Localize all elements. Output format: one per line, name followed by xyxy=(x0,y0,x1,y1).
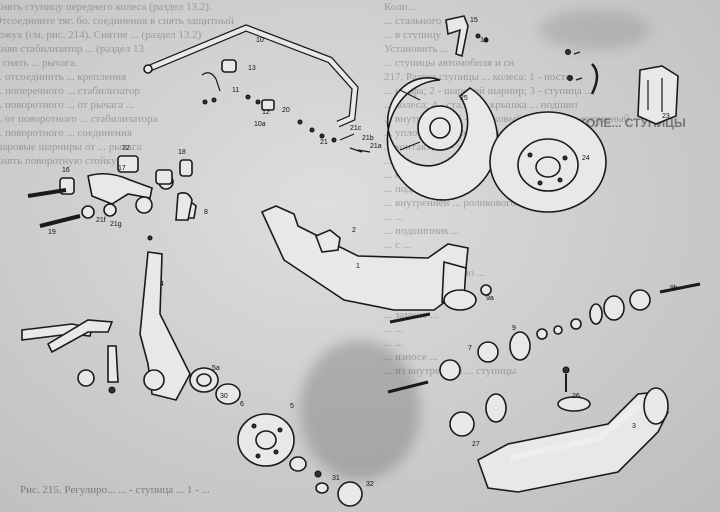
callout-21: 21 xyxy=(320,139,328,146)
callout-12: 12 xyxy=(262,109,270,116)
background-text-line: ... ... xyxy=(384,323,404,335)
background-text-line: ... поперечного ... стабилизатор xyxy=(0,85,140,97)
callout-10: 10 xyxy=(256,37,264,44)
callout-30: 30 xyxy=(220,393,228,400)
callout-21f: 21f xyxy=(96,217,106,224)
callout-31: 31 xyxy=(332,475,340,482)
crossmember xyxy=(260,205,492,311)
background-text-line: ... поворотного ... от рычага ... xyxy=(0,99,135,111)
callout-5: 5 xyxy=(290,403,294,410)
callout-13: 13 xyxy=(248,65,256,72)
callout-9a: 9a xyxy=(486,295,494,302)
background-text-line: и снять ... рычага. xyxy=(0,57,78,69)
brake-shield xyxy=(386,77,499,201)
background-text-line: Сняв стабилизатор ... (раздел 13 xyxy=(0,43,145,55)
background-text-line: Снять ступицу переднего колеса (раздел 1… xyxy=(0,1,212,13)
background-text-line: ... ... xyxy=(384,337,404,349)
callout-14: 14 xyxy=(480,37,488,44)
page-smudge xyxy=(540,10,650,50)
background-text-line: ... стального ... xyxy=(384,15,453,27)
background-text-line: Снять поворотную стойку xyxy=(0,155,117,167)
background-text-line: Колп... xyxy=(384,1,416,13)
mounting-bracket xyxy=(445,15,489,58)
background-text-line: кожух (см. рис. 214). Снятие ... (раздел… xyxy=(0,29,202,41)
figure-caption: Рис. 215. Регулиро... ... - ступица ... … xyxy=(20,484,210,496)
background-text-line: ... в ступицу xyxy=(384,29,442,41)
background-text-line: ... цапфа; 2 - шаровой шарнир; 3 - ступи… xyxy=(384,85,593,97)
tie-rod-parts xyxy=(21,319,119,394)
callout-20: 20 xyxy=(282,107,290,114)
callout-2: 2 xyxy=(352,227,356,234)
callout-24: 24 xyxy=(582,155,590,162)
background-text-line: ... внутренней ... роликового ... xyxy=(384,197,528,209)
callout-1: 1 xyxy=(356,263,360,270)
background-text-line: ... износе ... xyxy=(384,351,438,363)
background-text-line: ... поворотного ... соединения xyxy=(0,127,132,139)
callout-4: 4 xyxy=(160,281,164,288)
lower-control-arm xyxy=(449,387,669,493)
background-text-line: шаровые шарниры от ... рычага xyxy=(0,141,142,153)
callout-18: 18 xyxy=(178,149,186,156)
brake-caliper xyxy=(565,49,679,125)
callout-10a: 10a xyxy=(254,121,266,128)
callout-19: 19 xyxy=(48,229,56,236)
callout-27: 27 xyxy=(472,441,480,448)
callout-7: 7 xyxy=(468,345,472,352)
callout-21a: 21a xyxy=(370,143,382,150)
callout-11: 11 xyxy=(232,87,239,94)
callout-9: 9 xyxy=(512,325,516,332)
lower-arm-bushings xyxy=(387,282,701,394)
steering-knuckle xyxy=(139,192,193,401)
background-text-line: ... замена ... xyxy=(384,309,438,321)
callout-6: 6 xyxy=(240,401,244,408)
callout-15: 15 xyxy=(470,17,478,24)
callout-21g: 21g xyxy=(110,221,122,228)
callout-9b: 9b xyxy=(670,285,678,292)
page-smudge xyxy=(300,340,420,480)
callout-22: 22 xyxy=(122,145,130,152)
background-text-left: Снять ступицу переднего колеса (раздел 1… xyxy=(0,0,234,168)
wheel-hub xyxy=(189,367,363,507)
background-text-line: Установить ... xyxy=(384,43,449,55)
stabilizer-bar xyxy=(143,24,359,128)
callout-32: 32 xyxy=(366,481,374,488)
callout-5a: 5a xyxy=(212,365,220,372)
callout-23: 23 xyxy=(662,113,670,120)
brake-disc xyxy=(489,111,607,213)
background-text-line: ... ступицы автомобиля и сн xyxy=(384,57,515,69)
background-text-line: ... от поворотного ... стабилизатора xyxy=(0,113,158,125)
callout-3: 3 xyxy=(632,423,636,430)
background-text-line: ... отсоединить ... крепления xyxy=(0,71,127,83)
background-text-line: ... ... xyxy=(384,211,404,223)
callout-17: 17 xyxy=(118,165,126,172)
callout-26: 26 xyxy=(572,393,580,400)
callout-25: 25 xyxy=(460,95,468,102)
upper-control-arm xyxy=(27,155,197,241)
callout-21c: 21c xyxy=(350,125,362,132)
callout-21b: 21b xyxy=(362,135,374,142)
background-text-line: ... с ... xyxy=(384,239,411,251)
stabilizer-bushings xyxy=(201,59,371,153)
background-text-line: ... подшипник ... xyxy=(384,225,461,237)
callout-16: 16 xyxy=(62,167,70,174)
background-text-line: Отсоедините тяг. бо. соединения в снять … xyxy=(0,15,234,27)
callout-8: 8 xyxy=(204,209,208,216)
